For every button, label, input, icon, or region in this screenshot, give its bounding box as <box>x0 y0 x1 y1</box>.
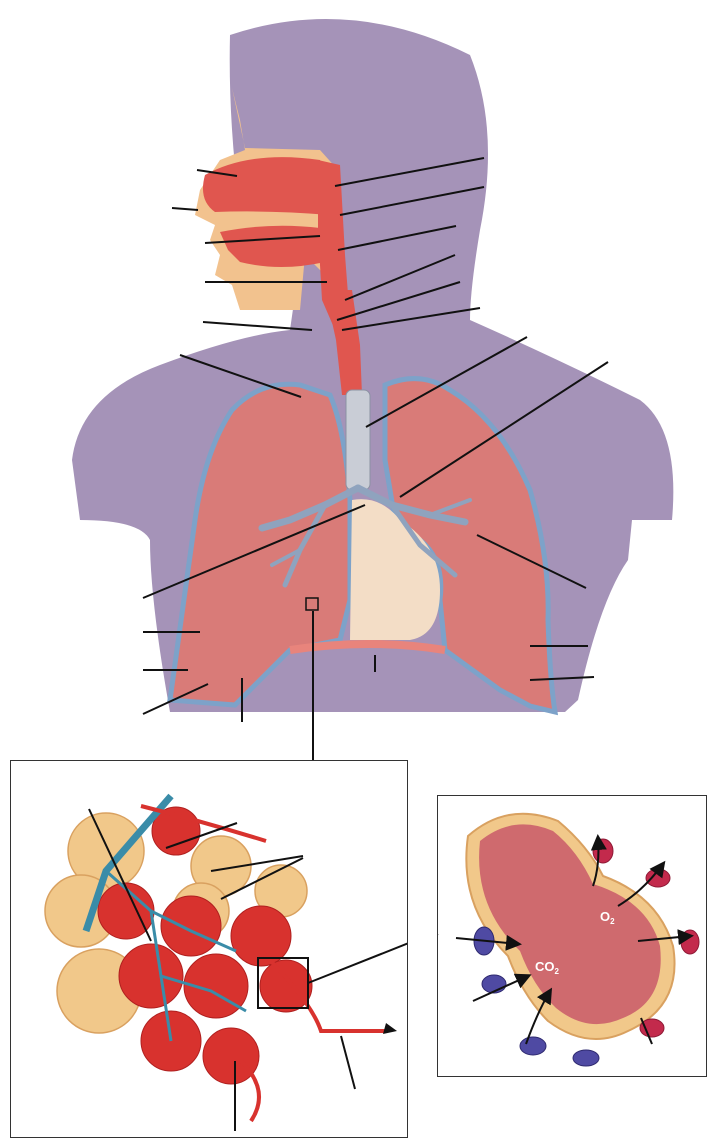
alveoli-illustration <box>11 761 407 1137</box>
trachea <box>346 390 370 490</box>
alveolus-interior <box>479 824 661 1024</box>
gas-exchange-inset-panel: O2 CO2 <box>437 795 707 1077</box>
respiratory-figure <box>0 0 712 760</box>
flow-arrow <box>383 1023 397 1034</box>
alveoli-inset-panel <box>10 760 408 1138</box>
alveolus-illustration: O2 CO2 <box>438 796 706 1076</box>
